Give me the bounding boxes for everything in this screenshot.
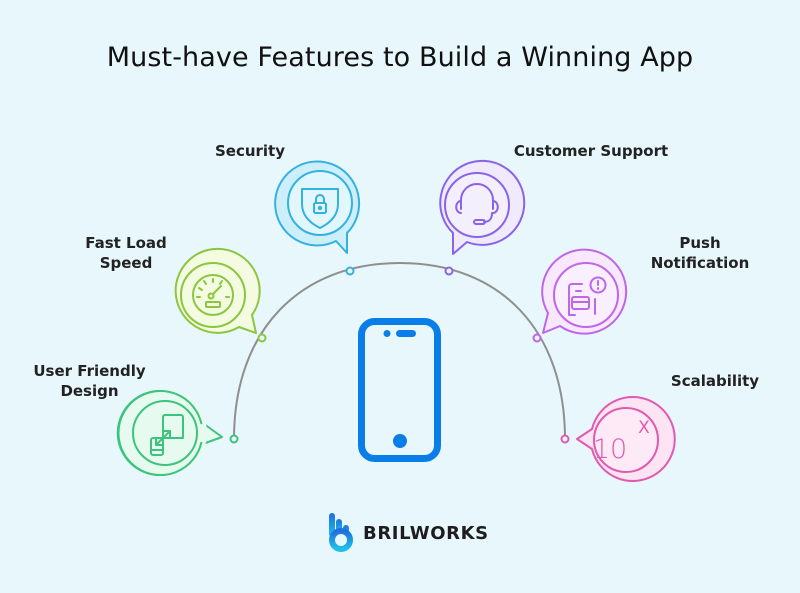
connector-dot: [532, 333, 542, 343]
label-line: Notification: [650, 254, 750, 272]
page-title: Must-have Features to Build a Winning Ap…: [106, 42, 694, 73]
feature-push-notification: [532, 248, 628, 343]
feature-security: [274, 160, 361, 276]
ten-x-icon: 10 X: [593, 418, 650, 465]
connector-dot: [444, 266, 454, 276]
label-line: Push: [679, 234, 721, 252]
svg-text:X: X: [638, 418, 650, 438]
feature-fast-load-speed: [174, 247, 267, 343]
connector-dot: [229, 434, 239, 444]
label-line: Speed: [99, 254, 153, 272]
connector-dot: [560, 434, 570, 444]
connector-dot: [345, 266, 355, 276]
label-line: Scalability: [670, 372, 760, 390]
label-line: Fast Load: [85, 234, 167, 252]
resize-devices-icon: [150, 414, 184, 456]
notification-alert-icon: [568, 276, 607, 316]
feature-user-friendly-design: [116, 390, 239, 476]
speedometer-icon: [192, 274, 234, 316]
feature-scalability: 10 X: [560, 396, 676, 482]
label-line: Security: [214, 142, 286, 160]
brilworks-logo-icon: [329, 513, 353, 552]
label-customer-support: Customer Support: [506, 141, 676, 161]
smartphone-icon: [358, 318, 441, 462]
svg-text:10: 10: [593, 434, 627, 465]
brand-name: BRILWORKS: [363, 522, 489, 544]
brand-logo: BRILWORKS: [327, 512, 489, 554]
label-scalability: Scalability: [660, 371, 770, 391]
label-push-notification: Push Notification: [635, 233, 765, 273]
label-line: Customer Support: [513, 142, 669, 160]
label-fast-load-speed: Fast Load Speed: [76, 233, 176, 273]
label-security: Security: [200, 141, 300, 161]
connector-arc: [233, 261, 566, 440]
headset-icon: [455, 183, 499, 225]
label-line: User Friendly: [33, 362, 146, 380]
connector-dot: [257, 333, 267, 343]
label-line: Design: [60, 382, 119, 400]
shield-lock-icon: [301, 188, 339, 229]
label-user-friendly-design: User Friendly Design: [22, 361, 157, 401]
feature-customer-support: [439, 159, 526, 276]
